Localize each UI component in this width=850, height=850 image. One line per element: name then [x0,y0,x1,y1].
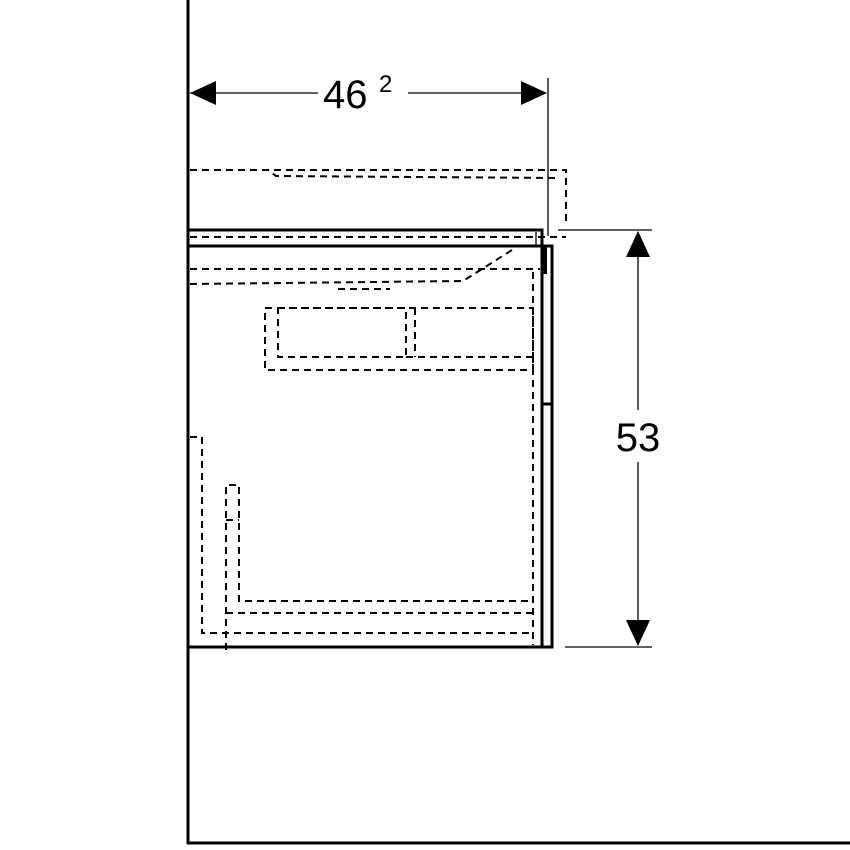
basin-hidden-outline [190,169,567,238]
height-value: 53 [616,416,661,460]
cabinet-body [188,244,554,649]
height-dimension: 53 [558,229,661,648]
arrow-right-icon [521,81,547,105]
arrow-left-icon [190,81,216,105]
width-superscript: 2 [379,71,392,98]
arrow-down-icon [626,620,650,646]
cabinet-hidden-lines [189,249,540,650]
arrow-up-icon [626,231,650,257]
cabinet-door-front [540,244,554,649]
width-value: 46 [323,73,368,117]
width-dimension: 46 2 [190,71,549,236]
